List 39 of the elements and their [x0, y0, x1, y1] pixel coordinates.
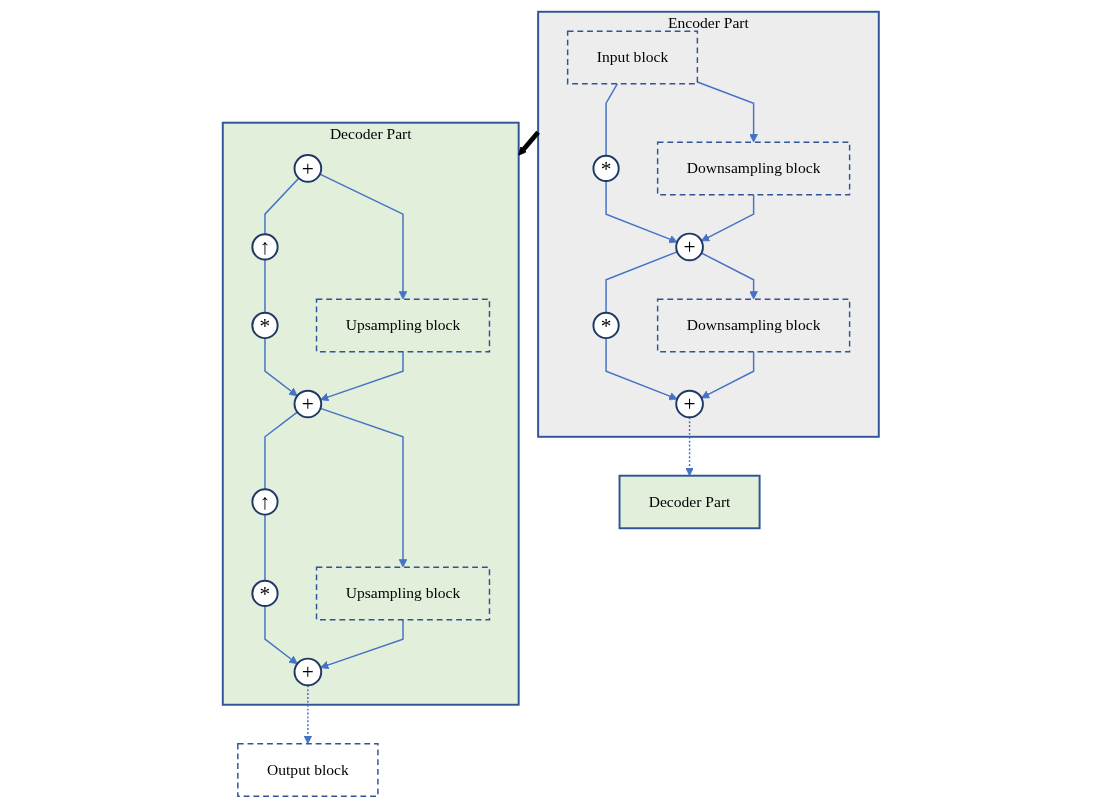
node-box: Decoder Part: [618, 474, 761, 530]
connector: [264, 177, 300, 236]
node-box: Upsampling block: [316, 298, 491, 353]
arrow: [605, 180, 678, 244]
node-circle: *: [592, 154, 620, 183]
arrow: [319, 407, 408, 568]
connector: [264, 411, 299, 491]
arrow: [319, 173, 408, 300]
node-circle: +: [293, 154, 323, 183]
arrow: [696, 81, 759, 143]
node-circle: *: [251, 311, 279, 340]
arrow: [518, 130, 541, 156]
arrow: [700, 252, 759, 300]
node-circle: ↑: [251, 488, 279, 516]
node-circle: +: [675, 232, 705, 262]
connector: [605, 251, 679, 314]
arrow: [264, 605, 298, 665]
arrow: [264, 337, 298, 397]
node-circle: +: [293, 389, 323, 419]
node-box: Downsampling block: [657, 141, 851, 196]
node-circle: *: [592, 311, 620, 340]
connector: [605, 83, 619, 157]
arrow: [701, 193, 755, 242]
arrow: [320, 351, 404, 402]
arrow: [701, 351, 755, 399]
arrow: [605, 337, 678, 401]
connector: [264, 513, 266, 582]
node-circle: +: [675, 389, 705, 419]
node-box: Output block: [237, 742, 379, 797]
node-circle: ↑: [251, 233, 279, 261]
arrow: [303, 684, 313, 745]
arrow: [320, 618, 404, 670]
node-circle: *: [251, 579, 279, 608]
node-circle: +: [293, 657, 323, 687]
node-box: Input block: [567, 30, 699, 85]
node-box: Upsampling block: [316, 566, 491, 621]
node-box: Downsampling block: [657, 298, 851, 353]
connector: [264, 258, 266, 314]
arrow: [685, 416, 695, 477]
